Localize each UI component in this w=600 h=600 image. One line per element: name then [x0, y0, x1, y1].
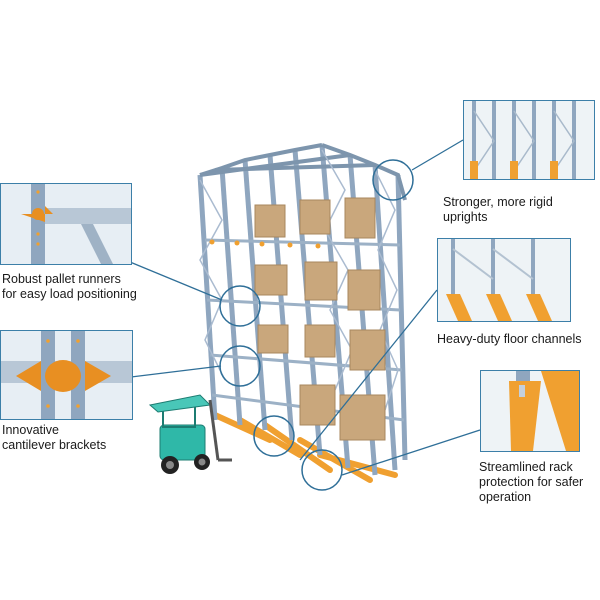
top-beams	[199, 143, 407, 201]
callout-brackets-text: Innovative cantilever brackets	[2, 423, 107, 452]
pallet-runner-closeup	[1, 184, 131, 264]
floor-channels-closeup	[438, 239, 570, 321]
inset-uprights	[463, 100, 595, 180]
callout-runners-text: Robust pallet runners for easy load posi…	[2, 272, 137, 301]
rack-structure	[197, 143, 408, 483]
inset-rack-protection	[480, 370, 580, 452]
callout-lines	[129, 139, 481, 476]
inset-floor-channels	[437, 238, 571, 322]
inset-pallet-runners	[0, 183, 132, 265]
uprights-closeup	[464, 101, 594, 179]
inset-cantilever-brackets	[0, 330, 133, 420]
forklift	[148, 394, 232, 474]
callout-floor-channels-text: Heavy-duty floor channels	[437, 332, 582, 346]
cantilever-bracket-closeup	[1, 331, 132, 419]
cantilever-bracket-markers	[209, 239, 321, 249]
callout-protection-text: Streamlined rack protection for safer op…	[479, 460, 584, 504]
rack-protection-closeup	[481, 371, 579, 451]
callout-uprights-text: Stronger, more rigid uprights	[443, 195, 553, 224]
pallet-loads	[254, 197, 386, 441]
